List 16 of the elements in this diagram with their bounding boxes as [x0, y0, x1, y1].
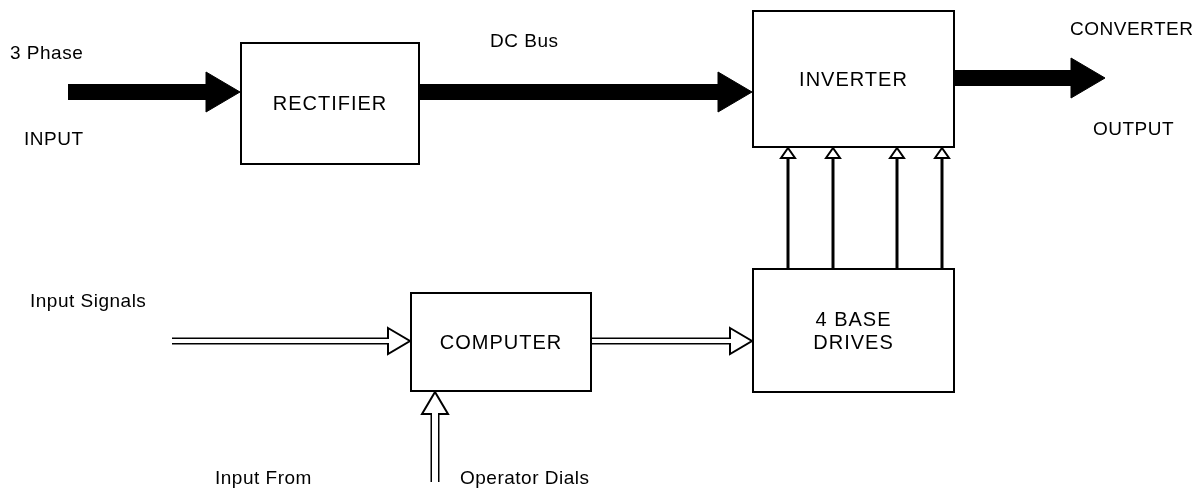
block-box — [752, 268, 955, 393]
block-box — [410, 292, 592, 392]
signal-label: INPUT — [24, 128, 84, 150]
block-box — [240, 42, 420, 165]
signal-label: 3 Phase — [10, 42, 84, 64]
block-label: 4 BASE DRIVES — [812, 307, 895, 354]
signal-label: Operator Dials — [460, 467, 590, 489]
signal-label: Input Signals — [30, 290, 147, 312]
block-label: RECTIFIER — [272, 92, 388, 115]
signal-label: OUTPUT — [1093, 118, 1175, 140]
edge-label: DC Bus — [490, 30, 559, 52]
block-box — [752, 10, 955, 148]
signal-label: Input From — [215, 467, 312, 489]
block-label: COMPUTER — [439, 330, 563, 354]
block-label: INVERTER — [799, 67, 908, 91]
signal-label: CONVERTER — [1070, 18, 1194, 40]
